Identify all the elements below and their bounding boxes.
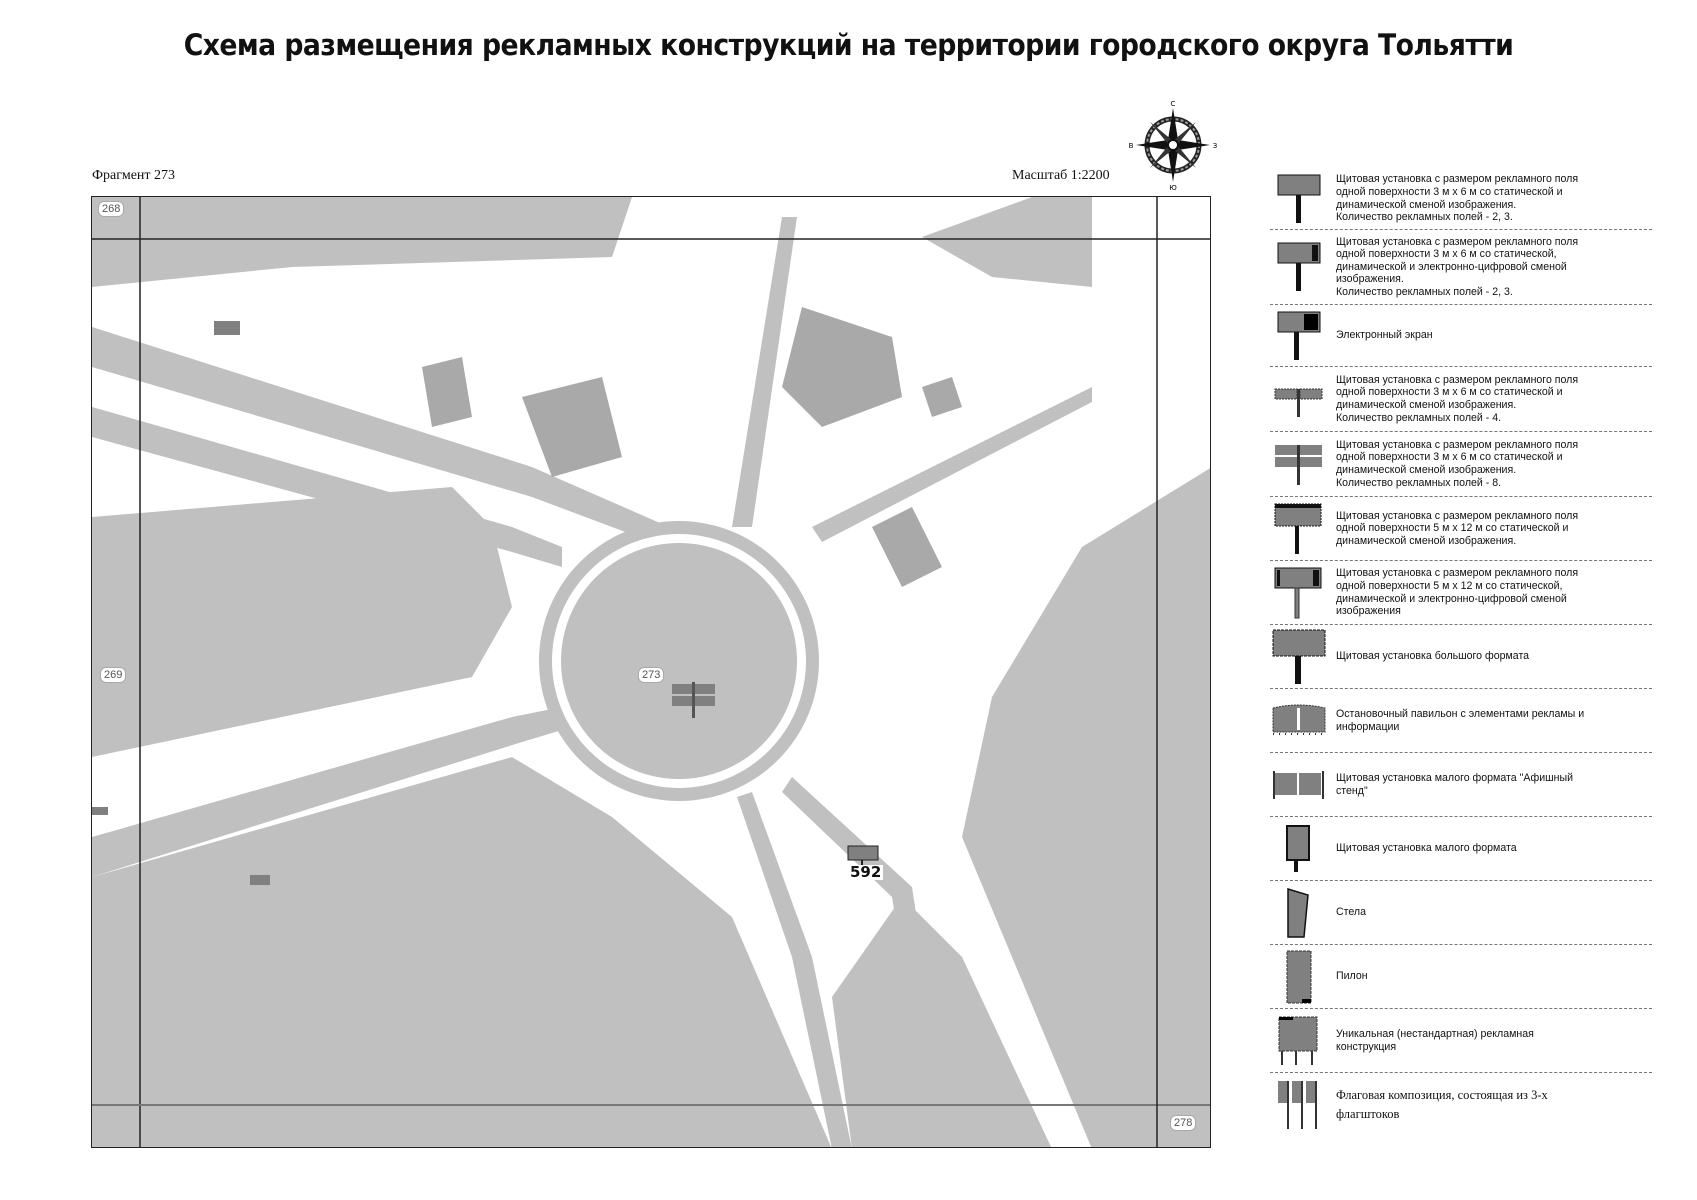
sheet-label-278[interactable]: 278	[1170, 1115, 1197, 1131]
legend-item: Стела	[1270, 881, 1652, 945]
legend-label: Уникальная (нестандартная) рекламная кон…	[1336, 1027, 1534, 1053]
legend-item: Щитовая установка малого формата	[1270, 817, 1652, 881]
billboard-3x6-four-fields-icon	[1270, 379, 1328, 419]
legend-item: Щитовая установка с размером рекламного …	[1270, 561, 1652, 625]
legend-item: Уникальная (нестандартная) рекламная кон…	[1270, 1009, 1652, 1073]
legend-label: Щитовая установка малого формата	[1336, 842, 1517, 855]
compass-rose-icon: С Ю В З	[1128, 100, 1218, 192]
legend-item: Щитовая установка с размером рекламного …	[1270, 367, 1652, 432]
legend-label: Щитовая установка с размером рекламного …	[1336, 438, 1579, 489]
legend-item: Щитовая установка с размером рекламного …	[1270, 497, 1652, 561]
legend-label: Щитовая установка с размером рекламного …	[1336, 173, 1579, 224]
legend-item: Щитовая установка с размером рекламного …	[1270, 230, 1652, 305]
billboard-3x6-static-dynamic-icon	[1270, 173, 1328, 225]
billboard-5x12-digital-icon	[1270, 566, 1328, 620]
large-format-billboard-icon	[1270, 628, 1328, 686]
legend-label: Пилон	[1336, 970, 1368, 983]
billboard-3x6-digital-icon	[1270, 241, 1328, 293]
small-format-billboard-icon	[1270, 824, 1328, 874]
legend-label: Электронный экран	[1336, 329, 1433, 342]
scale-label: Масштаб 1:2200	[1012, 168, 1110, 183]
legend-label: Щитовая установка малого формата "Афишны…	[1336, 771, 1574, 797]
legend-item: Щитовая установка малого формата "Афишны…	[1270, 753, 1652, 817]
legend-label: Щитовая установка большого формата	[1336, 650, 1530, 663]
legend-item: Остановочный павильон с элементами рекла…	[1270, 689, 1652, 753]
pylon-icon	[1270, 949, 1328, 1005]
map-fragment[interactable]: 268 269 273 278 592	[91, 196, 1211, 1148]
page-title: Схема размещения рекламных конструкций н…	[183, 28, 1514, 62]
legend-label: Щитовая установка с размером рекламного …	[1336, 373, 1579, 424]
poster-stand-icon	[1270, 767, 1328, 803]
sheet-label-268[interactable]: 268	[98, 201, 125, 217]
legend-item: Щитовая установка с размером рекламного …	[1270, 432, 1652, 497]
stele-icon	[1270, 887, 1328, 939]
legend-label: Щитовая установка с размером рекламного …	[1336, 567, 1579, 618]
legend-item: Электронный экран	[1270, 305, 1652, 367]
electronic-screen-icon	[1270, 310, 1328, 362]
fragment-label: Фрагмент 273	[92, 168, 176, 183]
legend-item: Флаговая композиция, состоящая из 3-х фл…	[1270, 1073, 1652, 1137]
sheet-label-269[interactable]: 269	[100, 667, 127, 683]
structure-8-fields-marker	[672, 682, 715, 718]
legend-label: Стела	[1336, 906, 1366, 919]
legend-item: Пилон	[1270, 945, 1652, 1009]
legend-label: Остановочный павильон с элементами рекла…	[1336, 707, 1585, 733]
map-canvas	[92, 197, 1210, 1147]
legend-item: Щитовая установка большого формата	[1270, 625, 1652, 689]
svg-text:С: С	[1171, 100, 1176, 108]
legend-label: Щитовая установка с размером рекламного …	[1336, 509, 1579, 547]
billboard-5x12-icon	[1270, 502, 1328, 556]
sheet-label-273[interactable]: 273	[638, 667, 665, 683]
svg-text:Ю: Ю	[1169, 184, 1177, 190]
svg-text:З: З	[1213, 142, 1218, 150]
legend-item: Щитовая установка с размером рекламного …	[1270, 168, 1652, 230]
legend-label: Флаговая композиция, состоящая из 3-х фл…	[1336, 1088, 1548, 1121]
legend-label: Щитовая установка с размером рекламного …	[1336, 235, 1579, 298]
svg-text:В: В	[1129, 142, 1134, 150]
unique-structure-icon	[1270, 1015, 1328, 1067]
bus-stop-pavilion-icon	[1270, 702, 1328, 740]
structure-id-label[interactable]: 592	[848, 863, 884, 881]
flag-composition-icon	[1270, 1079, 1328, 1131]
billboard-3x6-eight-fields-icon	[1270, 441, 1328, 487]
legend: Щитовая установка с размером рекламного …	[1270, 168, 1652, 1137]
